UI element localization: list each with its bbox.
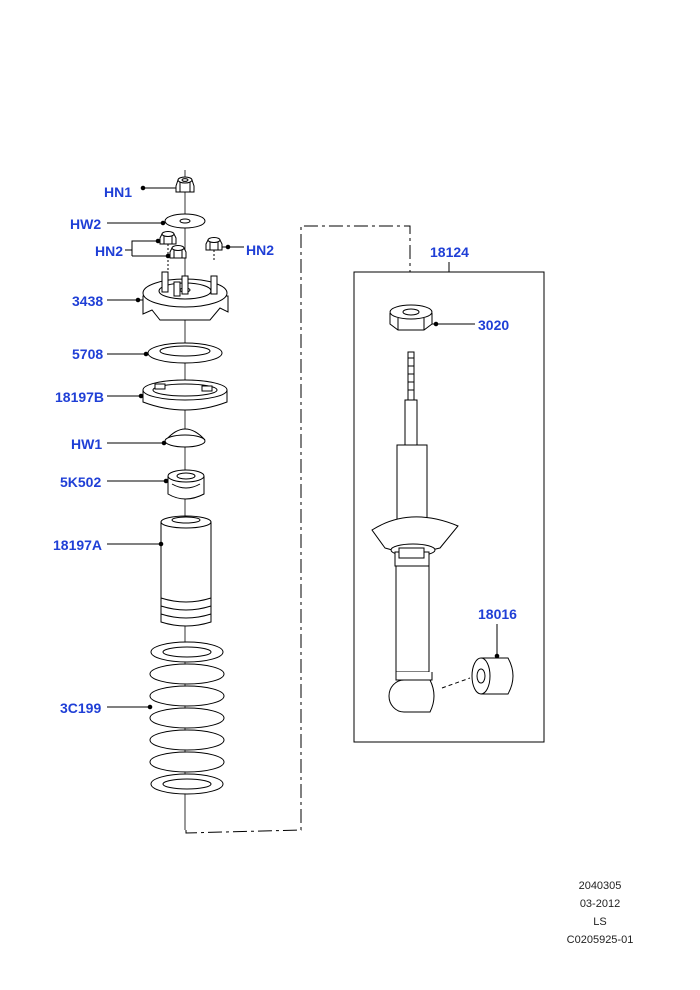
footer-code: 2040305 [578,880,622,892]
callout-hn1: HN1 [104,184,132,200]
nut-hn2-right [205,237,223,251]
callout-18197a: 18197A [53,537,102,553]
ring-5708 [147,342,223,364]
callout-18124: 18124 [430,244,469,260]
washer-hw2 [164,213,206,229]
cup-hw1 [164,428,206,448]
footer-reference: C0205925-01 [566,934,634,946]
callout-hw2: HW2 [70,216,101,232]
callout-hn2-left: HN2 [95,243,123,259]
bush-18016 [471,657,514,695]
dust-boot-18197a [160,515,212,627]
assembly-connector-line [185,225,411,834]
nut-hn1 [175,176,195,193]
callout-18016: 18016 [478,606,517,622]
callout-hn2-right: HN2 [246,242,274,258]
nut-hn2-left-a [159,231,177,245]
callout-3020: 3020 [478,317,509,333]
footer-date: 03-2012 [579,898,621,910]
callout-hw1: HW1 [71,436,102,452]
seat-18197b [142,379,228,411]
footer-model: LS [593,916,607,928]
bump-stop-5k502 [167,469,205,500]
callout-3c199: 3C199 [60,700,101,716]
nut-hn2-left-b [169,245,187,259]
callout-5k502: 5K502 [60,474,101,490]
callout-5708: 5708 [72,346,103,362]
coil-spring-3c199 [149,641,225,795]
cap-3020 [389,304,433,331]
shock-absorber [371,351,459,713]
top-mount-3438 [142,271,229,321]
callout-18197b: 18197B [55,389,104,405]
callout-3438: 3438 [72,293,103,309]
shock-assembly-box [353,271,545,743]
